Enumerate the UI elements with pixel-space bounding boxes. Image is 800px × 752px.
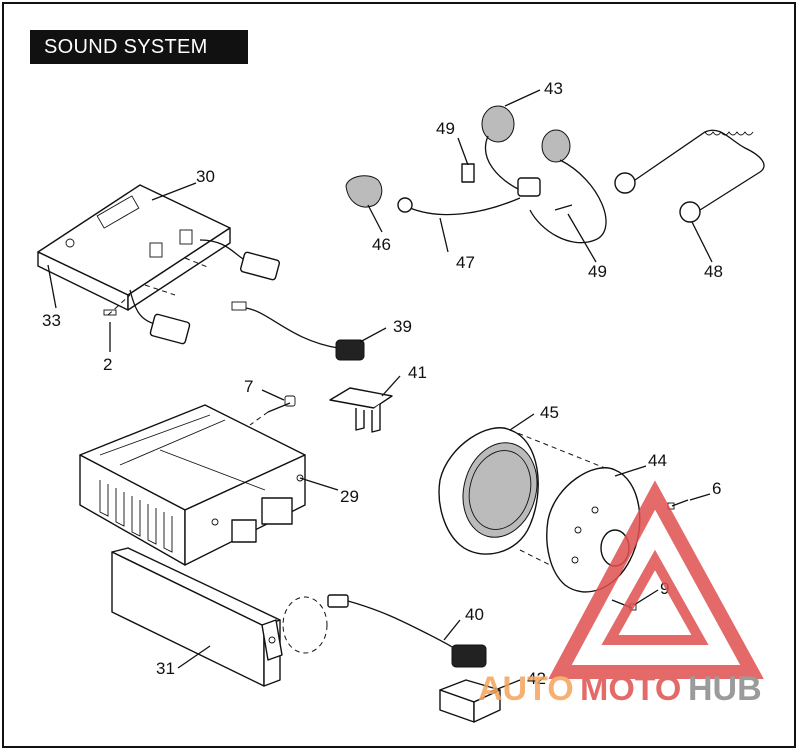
watermark-hub: HUB bbox=[688, 670, 762, 708]
callout-33: 33 bbox=[42, 311, 61, 330]
callout-48: 48 bbox=[704, 262, 723, 281]
callout-7: 7 bbox=[244, 377, 253, 396]
callout-44: 44 bbox=[648, 451, 667, 470]
callout-31: 31 bbox=[156, 659, 175, 678]
callout-39: 39 bbox=[393, 317, 412, 336]
callout-43: 43 bbox=[544, 79, 563, 98]
callout-40: 40 bbox=[465, 605, 484, 624]
callout-9: 9 bbox=[660, 579, 669, 598]
callout-6: 6 bbox=[712, 479, 721, 498]
radio-unit-29 bbox=[79, 404, 306, 566]
callout-49-bottom: 49 bbox=[588, 262, 607, 281]
callout-49-top: 49 bbox=[436, 119, 455, 138]
speaker-plate-44 bbox=[546, 467, 641, 593]
callout-2: 2 bbox=[103, 355, 112, 374]
housing-31 bbox=[111, 547, 283, 687]
callout-41: 41 bbox=[408, 363, 427, 382]
screw-6 bbox=[667, 499, 689, 510]
diagram-title: SOUND SYSTEM bbox=[30, 30, 248, 64]
watermark-logo: AUTO MOTO HUB bbox=[478, 480, 764, 708]
leader-lines bbox=[47, 89, 713, 693]
callout-29: 29 bbox=[340, 487, 359, 506]
cable-40 bbox=[282, 594, 487, 668]
clip-42 bbox=[439, 679, 501, 723]
bracket-41 bbox=[329, 387, 393, 433]
headset-47 bbox=[397, 105, 607, 244]
callout-47: 47 bbox=[456, 253, 475, 272]
coil-cord-48 bbox=[614, 129, 765, 223]
callout-42: 42 bbox=[527, 669, 546, 688]
foam-46 bbox=[345, 175, 383, 208]
callout-45: 45 bbox=[540, 403, 559, 422]
module-30 bbox=[37, 184, 281, 345]
watermark-moto: MOTO bbox=[580, 670, 681, 708]
watermark-auto: AUTO bbox=[478, 670, 574, 708]
screw-7 bbox=[249, 395, 296, 426]
callout-30: 30 bbox=[196, 167, 215, 186]
callout-46: 46 bbox=[372, 235, 391, 254]
cable-39 bbox=[231, 301, 365, 361]
